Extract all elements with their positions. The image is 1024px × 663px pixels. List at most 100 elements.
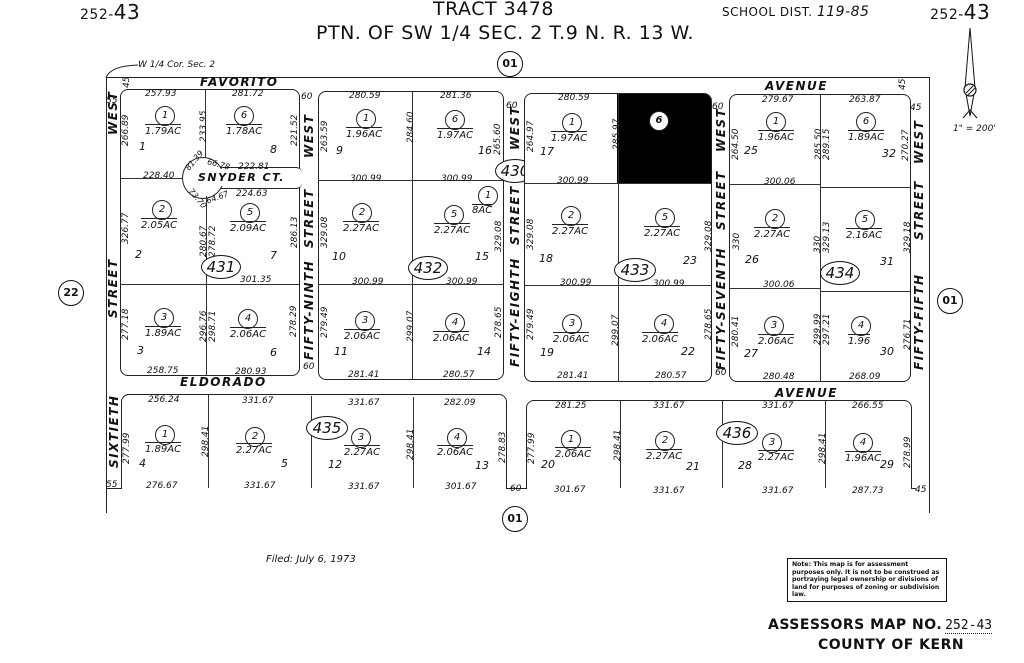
dimension: 300.99 (560, 278, 592, 288)
parcel-number[interactable]: 2 (245, 427, 265, 447)
parcel-number[interactable]: 2 (152, 200, 172, 220)
dimension: 263.87 (849, 95, 881, 105)
lot-number: 11 (334, 345, 348, 358)
adjacent-map-ref-left[interactable]: 22 (58, 280, 84, 306)
parcel-number[interactable]: 4 (445, 313, 465, 333)
parcel-number[interactable]: 1 (562, 113, 582, 133)
lot-number: 28 (738, 459, 752, 472)
street-55th-a: WEST (912, 119, 926, 164)
parcel-number[interactable]: 3 (562, 314, 582, 334)
parcel-number[interactable]: 2 (655, 431, 675, 451)
dimension: 331.67 (348, 482, 380, 492)
county-name: COUNTY OF KERN (818, 637, 965, 653)
bottom-boundary (106, 488, 916, 489)
parcel-acreage: 1.96AC (845, 451, 882, 464)
adjacent-map-ref-right[interactable]: 01 (937, 288, 963, 314)
parcel-number[interactable]: 1 (356, 109, 376, 129)
lot-number: 26 (745, 253, 759, 266)
dimension: 298.41 (613, 429, 623, 462)
dimension: 257.93 (145, 89, 177, 99)
parcel-number[interactable]: 1 (766, 112, 786, 132)
parcel-number[interactable]: 3 (764, 316, 784, 336)
parcel-acreage: 2.27AC (344, 445, 381, 458)
parcel-acreage: 1.78AC (226, 124, 263, 137)
parcel-acreage: 1.79AC (145, 124, 182, 137)
map-number-suffix: 43 (963, 0, 991, 24)
parcel-number[interactable]: 6 (856, 112, 876, 132)
parcel-number[interactable]: 4 (851, 316, 871, 336)
corner-note: W 1/4 Cor. Sec. 2 (138, 60, 216, 70)
dimension: 331.67 (242, 396, 274, 406)
dimension: 280.57 (655, 371, 687, 381)
parcel-acreage: 2.27AC (343, 221, 380, 234)
parcel-number[interactable]: 6 (649, 111, 669, 131)
parcel-acreage: 2.27AC (236, 443, 273, 456)
parcel-number[interactable]: 5 (444, 205, 464, 225)
dimension: 280.93 (235, 367, 267, 377)
dimension: 279.49 (320, 306, 330, 339)
parcel-acreage: 2.27AC (646, 449, 683, 462)
adjacent-map-ref-top[interactable]: 01 (497, 51, 523, 77)
street-57th-b: STREET (714, 170, 728, 230)
dimension: 280.59 (558, 93, 590, 103)
school-district-label: SCHOOL DIST. (722, 5, 813, 19)
block-tag-435[interactable]: 435 (306, 416, 348, 440)
parcel-number[interactable]: 5 (240, 203, 260, 223)
parcel-number[interactable]: 4 (853, 433, 873, 453)
parcel-number[interactable]: 2 (765, 209, 785, 229)
lot-number: 10 (332, 250, 346, 263)
parcel-number[interactable]: 2 (352, 203, 372, 223)
parcel-number[interactable]: 4 (238, 309, 258, 329)
lot-number: 3 (137, 344, 144, 357)
dimension: 281.41 (557, 371, 589, 381)
lot-number: 12 (328, 458, 342, 471)
parcel-number[interactable]: 2 (561, 206, 581, 226)
parcel-number[interactable]: 5 (655, 208, 675, 228)
parcel-number[interactable]: 1 (478, 186, 498, 206)
parcel-number[interactable]: 6 (234, 106, 254, 126)
parcel-number[interactable]: 3 (355, 311, 375, 331)
dimension: 300.99 (446, 277, 478, 287)
block-tag-433[interactable]: 433 (614, 258, 656, 282)
adjacent-map-ref-bottom[interactable]: 01 (502, 506, 528, 532)
parcel-number[interactable]: 5 (855, 210, 875, 230)
lot-number: 17 (540, 145, 554, 158)
parcel-acreage: 1.96AC (346, 127, 383, 140)
highlighted-parcel-6[interactable] (617, 94, 711, 184)
block-tag-432[interactable]: 432 (408, 256, 448, 280)
parcel-number[interactable]: 1 (155, 106, 175, 126)
parcel-number[interactable]: 3 (762, 433, 782, 453)
parcel-line (206, 196, 207, 376)
lot-number: 19 (540, 346, 554, 359)
dimension: 331.67 (653, 486, 685, 496)
dimension: 276.67 (146, 481, 178, 491)
block-tag-436[interactable]: 436 (716, 421, 758, 445)
dimension: 278.83 (498, 431, 508, 464)
parcel-acreage: 2.06AC (642, 332, 679, 345)
block-tag-431[interactable]: 431 (201, 255, 241, 279)
parcel-acreage: 1.96AC (758, 130, 795, 143)
filed-date: Filed: July 6, 1973 (266, 554, 356, 565)
dimension: 270.27 (901, 129, 911, 162)
block-tag-434[interactable]: 434 (820, 261, 860, 285)
parcel-number[interactable]: 6 (445, 110, 465, 130)
street-59th-c: FIFTY-NINTH (302, 259, 316, 360)
dimension: 331.67 (762, 401, 794, 411)
edge-dim: 55 (106, 96, 118, 106)
parcel-line (412, 92, 413, 379)
dimension: 285.97 (612, 118, 622, 151)
north-arrow-icon (962, 28, 978, 119)
dimension: 266.89 (121, 114, 131, 147)
parcel-number[interactable]: 1 (561, 430, 581, 450)
parcel-number[interactable]: 4 (447, 428, 467, 448)
dimension: 222.81 (238, 162, 270, 172)
dimension: 300.99 (441, 174, 473, 184)
parcel-number[interactable]: 3 (351, 428, 371, 448)
parcel-number[interactable]: 3 (154, 308, 174, 328)
street-snyder-ct: SNYDER CT. (198, 171, 285, 184)
parcel-acreage: 2.27AC (754, 227, 791, 240)
parcel-number[interactable]: 4 (654, 314, 674, 334)
dimension: 266.55 (852, 401, 884, 411)
parcel-number[interactable]: 1 (155, 425, 175, 445)
dimension: 281.36 (440, 91, 472, 101)
